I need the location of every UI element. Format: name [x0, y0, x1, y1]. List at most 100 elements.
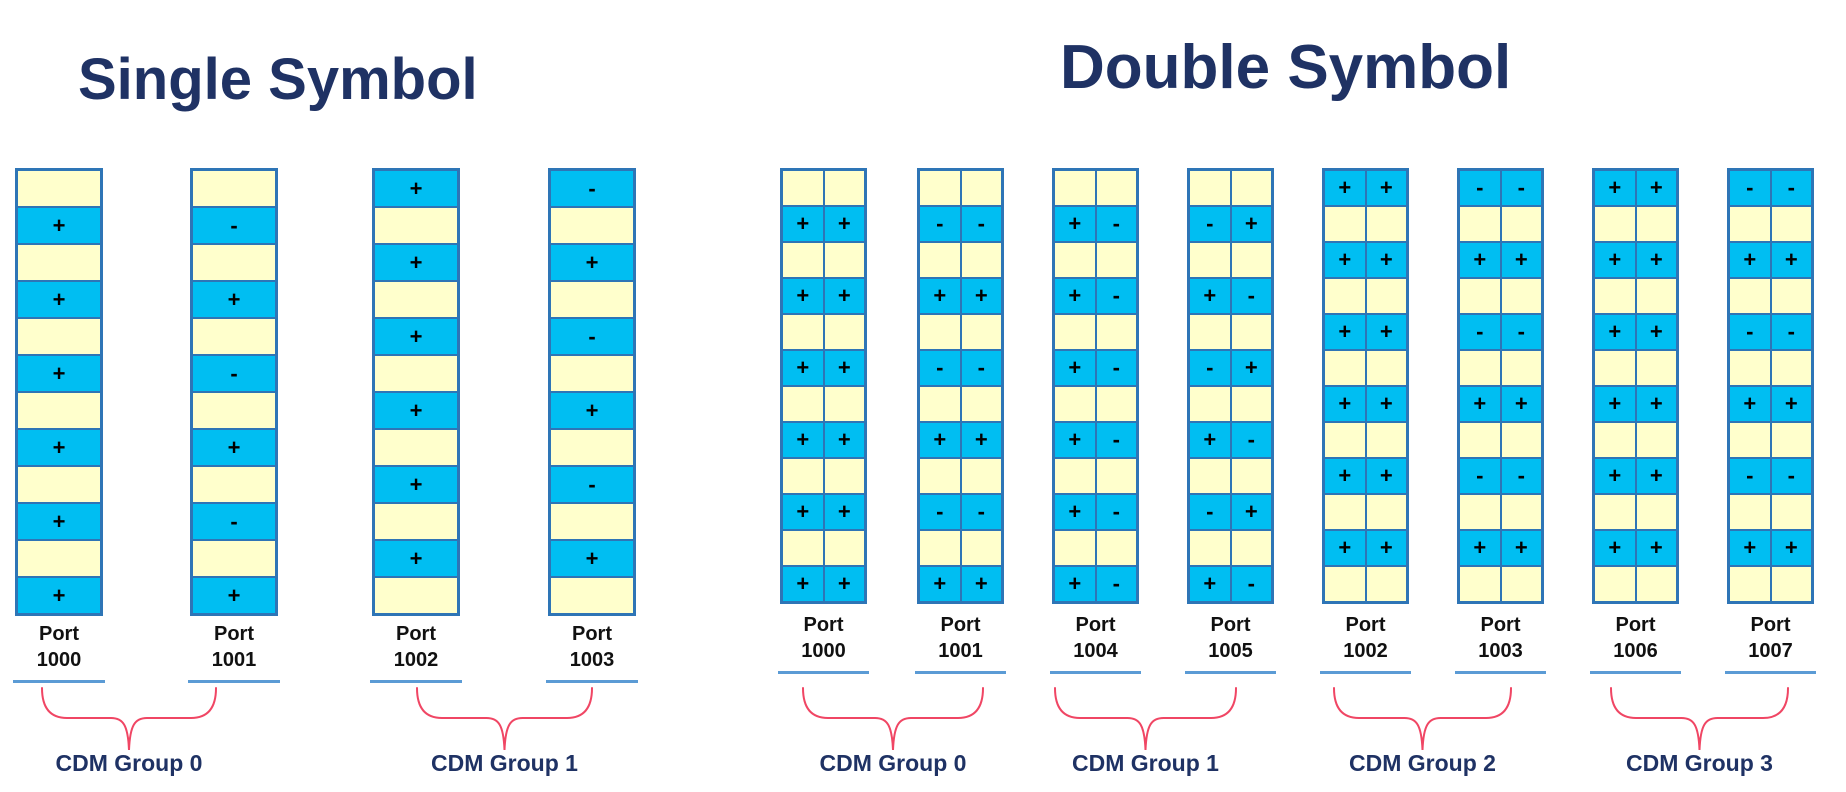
- symbol-cell: -: [550, 170, 634, 207]
- symbol-cell: +: [1770, 386, 1812, 422]
- empty-cell: [823, 170, 865, 206]
- empty-cell: [782, 458, 824, 494]
- port-underline: [915, 671, 1006, 674]
- empty-cell: [1770, 350, 1812, 386]
- symbol-cell: +: [823, 566, 865, 602]
- empty-cell: [1365, 278, 1407, 314]
- symbol-cell: -: [1095, 206, 1137, 242]
- empty-cell: [1594, 206, 1636, 242]
- empty-cell: [1189, 458, 1231, 494]
- symbol-cell: +: [1054, 494, 1096, 530]
- empty-cell: [192, 466, 276, 503]
- symbol-cell: +: [1365, 170, 1407, 206]
- empty-cell: [1095, 314, 1137, 350]
- symbol-cell: +: [192, 281, 276, 318]
- symbol-cell: -: [960, 350, 1002, 386]
- cdm-group-label: CDM Group 3: [1626, 750, 1773, 776]
- symbol-cell: +: [1365, 386, 1407, 422]
- port-column-1004: +-+-+-+-+-+-: [1052, 168, 1139, 604]
- empty-cell: [960, 314, 1002, 350]
- resource-grid: +-+-+-+-+-+-: [1052, 168, 1139, 604]
- symbol-cell: -: [1095, 566, 1137, 602]
- empty-cell: [960, 170, 1002, 206]
- empty-cell: [550, 577, 634, 614]
- port-word: Port: [39, 623, 79, 645]
- symbol-cell: +: [782, 350, 824, 386]
- port-number: 1002: [1343, 640, 1388, 662]
- symbol-cell: +: [1635, 170, 1677, 206]
- empty-cell: [1054, 458, 1096, 494]
- port-column-1007: --++--++--++: [1727, 168, 1814, 604]
- port-word: Port: [1345, 614, 1386, 636]
- empty-cell: [782, 530, 824, 566]
- empty-cell: [1500, 350, 1542, 386]
- port-column-1000: ++++++++++++: [780, 168, 867, 604]
- empty-cell: [1230, 386, 1272, 422]
- port-label-1002: Port 1002: [1296, 612, 1436, 674]
- curly-brace: [416, 687, 593, 758]
- single-symbol-title: Single Symbol: [78, 47, 478, 112]
- symbol-cell: -: [1459, 170, 1501, 206]
- empty-cell: [919, 530, 961, 566]
- empty-cell: [1189, 170, 1231, 206]
- symbol-cell: -: [1095, 494, 1137, 530]
- port-number: 1001: [938, 640, 983, 662]
- empty-cell: [1729, 278, 1771, 314]
- curly-brace: [802, 687, 984, 758]
- empty-cell: [17, 244, 101, 281]
- symbol-cell: +: [823, 278, 865, 314]
- symbol-cell: -: [1500, 458, 1542, 494]
- empty-cell: [1594, 350, 1636, 386]
- port-underline: [546, 680, 638, 683]
- symbol-cell: +: [1324, 242, 1366, 278]
- symbol-cell: +: [782, 206, 824, 242]
- symbol-cell: +: [1054, 350, 1096, 386]
- symbol-cell: -: [192, 503, 276, 540]
- empty-cell: [1594, 494, 1636, 530]
- symbol-cell: +: [1635, 530, 1677, 566]
- port-column-1003: -+-+-+: [548, 168, 636, 616]
- curly-brace-icon: [802, 687, 984, 751]
- empty-cell: [1500, 278, 1542, 314]
- empty-cell: [374, 577, 458, 614]
- empty-cell: [1729, 422, 1771, 458]
- empty-cell: [1770, 566, 1812, 602]
- symbol-cell: +: [1324, 170, 1366, 206]
- symbol-cell: -: [192, 355, 276, 392]
- empty-cell: [1189, 314, 1231, 350]
- symbol-cell: -: [1230, 422, 1272, 458]
- symbol-cell: +: [374, 244, 458, 281]
- resource-grid: ++++++++++++: [1592, 168, 1679, 604]
- symbol-cell: +: [782, 566, 824, 602]
- port-number: 1001: [211, 649, 257, 671]
- symbol-cell: -: [1770, 458, 1812, 494]
- empty-cell: [550, 281, 634, 318]
- symbol-cell: +: [823, 206, 865, 242]
- symbol-cell: +: [1594, 458, 1636, 494]
- empty-cell: [823, 314, 865, 350]
- symbol-cell: +: [1729, 242, 1771, 278]
- symbol-cell: -: [919, 494, 961, 530]
- symbol-cell: -: [1729, 458, 1771, 494]
- port-underline: [1320, 671, 1411, 674]
- empty-cell: [960, 242, 1002, 278]
- empty-cell: [1095, 458, 1137, 494]
- symbol-cell: +: [1770, 242, 1812, 278]
- port-column-1003: --++--++--++: [1457, 168, 1544, 604]
- symbol-cell: -: [960, 494, 1002, 530]
- symbol-cell: +: [374, 540, 458, 577]
- curly-brace: [1610, 687, 1789, 758]
- empty-cell: [1230, 242, 1272, 278]
- port-number: 1006: [1613, 640, 1658, 662]
- symbol-cell: +: [374, 392, 458, 429]
- empty-cell: [919, 242, 961, 278]
- empty-cell: [1324, 422, 1366, 458]
- empty-cell: [1729, 494, 1771, 530]
- symbol-cell: -: [1230, 566, 1272, 602]
- empty-cell: [1500, 494, 1542, 530]
